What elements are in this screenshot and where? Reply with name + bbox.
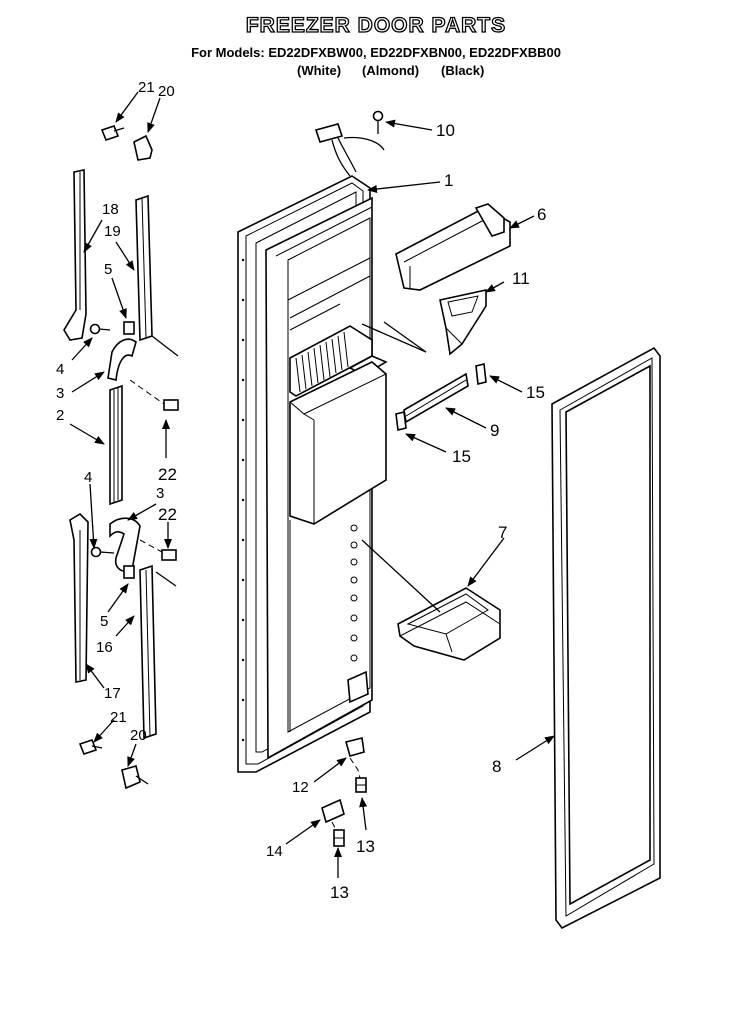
part-3-handle-mount-lower xyxy=(109,517,141,573)
part-4-screw-upper xyxy=(89,323,111,335)
wire-harness xyxy=(314,123,385,177)
callout-4-upper: 4 xyxy=(56,361,64,378)
part-22-screw-lower xyxy=(161,549,177,561)
part-10-screw xyxy=(372,110,384,134)
callout-2: 2 xyxy=(56,407,64,424)
callout-16: 16 xyxy=(96,639,113,656)
callout-18: 18 xyxy=(102,201,119,218)
part-13-screw-lower xyxy=(333,829,345,847)
part-6-shelf-bin xyxy=(395,203,511,291)
callout-11: 11 xyxy=(512,269,530,288)
callout-6: 6 xyxy=(537,205,546,224)
callout-21-top: 21 xyxy=(138,79,155,96)
part-1-door-panel xyxy=(237,175,388,773)
part-14-hinge-plate xyxy=(321,798,345,824)
callout-3-upper: 3 xyxy=(56,385,64,402)
part-21-screw-bottom xyxy=(78,739,103,755)
callout-13-upper: 13 xyxy=(356,837,375,856)
callout-20-top: 20 xyxy=(158,83,175,100)
part-7-dispenser-tray xyxy=(397,587,501,661)
part-2-handle-insert xyxy=(109,384,123,506)
part-5-spacer-lower xyxy=(123,565,135,579)
part-20-end-cap-top xyxy=(133,134,153,161)
callout-15-lower: 15 xyxy=(452,447,471,466)
part-22-screw-upper xyxy=(163,399,179,411)
part-13-screw-upper xyxy=(355,777,367,793)
callout-22-lower: 22 xyxy=(158,505,177,524)
callout-21-bottom: 21 xyxy=(110,709,127,726)
part-12-hinge-bracket xyxy=(345,737,365,757)
callout-13-lower: 13 xyxy=(330,883,349,902)
callout-3-lower: 3 xyxy=(156,485,164,502)
callout-15-upper: 15 xyxy=(526,383,545,402)
callout-5-lower: 5 xyxy=(100,613,108,630)
callout-4-lower: 4 xyxy=(84,469,92,486)
callout-8: 8 xyxy=(492,757,501,776)
callout-22-upper: 22 xyxy=(158,465,177,484)
model-numbers: For Models: ED22DFXBW00, ED22DFXBN00, ED… xyxy=(191,45,561,60)
finish-almond: (Almond) xyxy=(362,63,420,78)
callout-14: 14 xyxy=(266,843,283,860)
part-19-upper-handle xyxy=(135,194,153,342)
callout-12: 12 xyxy=(292,779,309,796)
part-5-spacer-upper xyxy=(123,321,135,335)
callout-5-upper: 5 xyxy=(104,261,112,278)
part-18-upper-handle-trim xyxy=(63,169,87,341)
part-20-end-cap-bottom xyxy=(121,765,149,790)
part-21-screw-top xyxy=(100,125,125,141)
diagram-title: FREEZER DOOR PARTS xyxy=(245,13,507,37)
callout-19: 19 xyxy=(104,223,121,240)
part-16-lower-handle xyxy=(139,564,157,740)
callout-9: 9 xyxy=(490,421,499,440)
callout-17: 17 xyxy=(104,685,121,702)
callout-10: 10 xyxy=(436,121,455,140)
callout-7: 7 xyxy=(498,523,507,542)
callout-1: 1 xyxy=(444,171,453,190)
part-11-ice-chute xyxy=(439,289,487,356)
part-3-handle-mount-upper xyxy=(107,338,137,381)
part-4-screw-lower xyxy=(90,546,115,558)
part-15-end-cap-upper xyxy=(475,363,487,385)
finish-black: (Black) xyxy=(441,63,485,78)
part-8-door-gasket xyxy=(551,346,661,930)
part-17-lower-handle-trim xyxy=(69,512,89,683)
callout-20-bottom: 20 xyxy=(130,727,147,744)
finish-white: (White) xyxy=(297,63,342,78)
part-15-end-cap-lower xyxy=(395,411,407,431)
